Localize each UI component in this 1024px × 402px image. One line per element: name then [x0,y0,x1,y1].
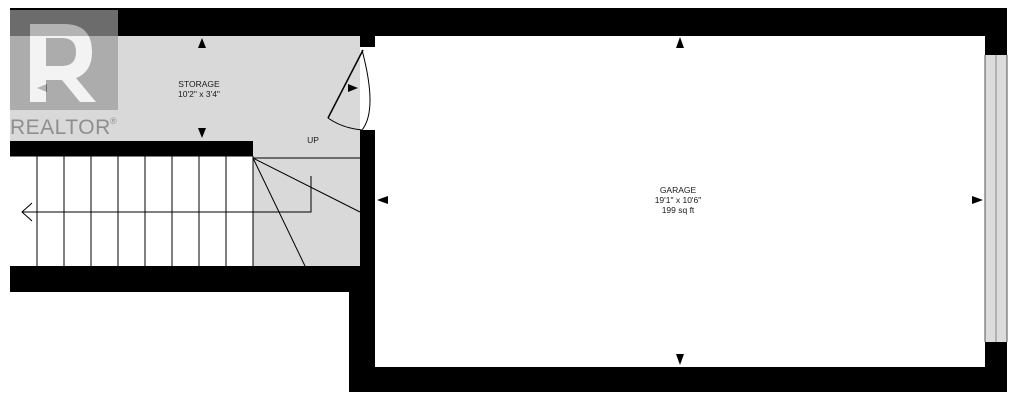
realtor-logo-registered: ® [110,116,117,126]
wall-top [10,8,1007,36]
storage-label: STORAGE [178,79,220,89]
wall-interior-upper [360,36,375,47]
realtor-logo: REALTOR ® [10,10,118,139]
storage-door-swing [361,49,371,131]
storage-door-leaf [327,49,364,119]
garage-dimension-arrows [377,37,983,365]
wall-bottom [349,367,1007,392]
wall-storage-partition [10,141,253,156]
storage-dimensions: 10'2" x 3'4" [178,89,220,99]
garage-dimensions: 19'1" x 10'6" [655,195,702,205]
garage-floor [375,36,985,367]
wall-stair-bottom [10,266,360,292]
wall-right-upper [985,36,1007,55]
realtor-logo-text: REALTOR [10,116,111,139]
garage-label: GARAGE [660,185,697,195]
stairs-up-label: UP [307,135,319,145]
wall-stair-bottom-join [349,266,375,392]
staircase [10,155,361,267]
garage-area: 199 sq ft [662,205,695,215]
